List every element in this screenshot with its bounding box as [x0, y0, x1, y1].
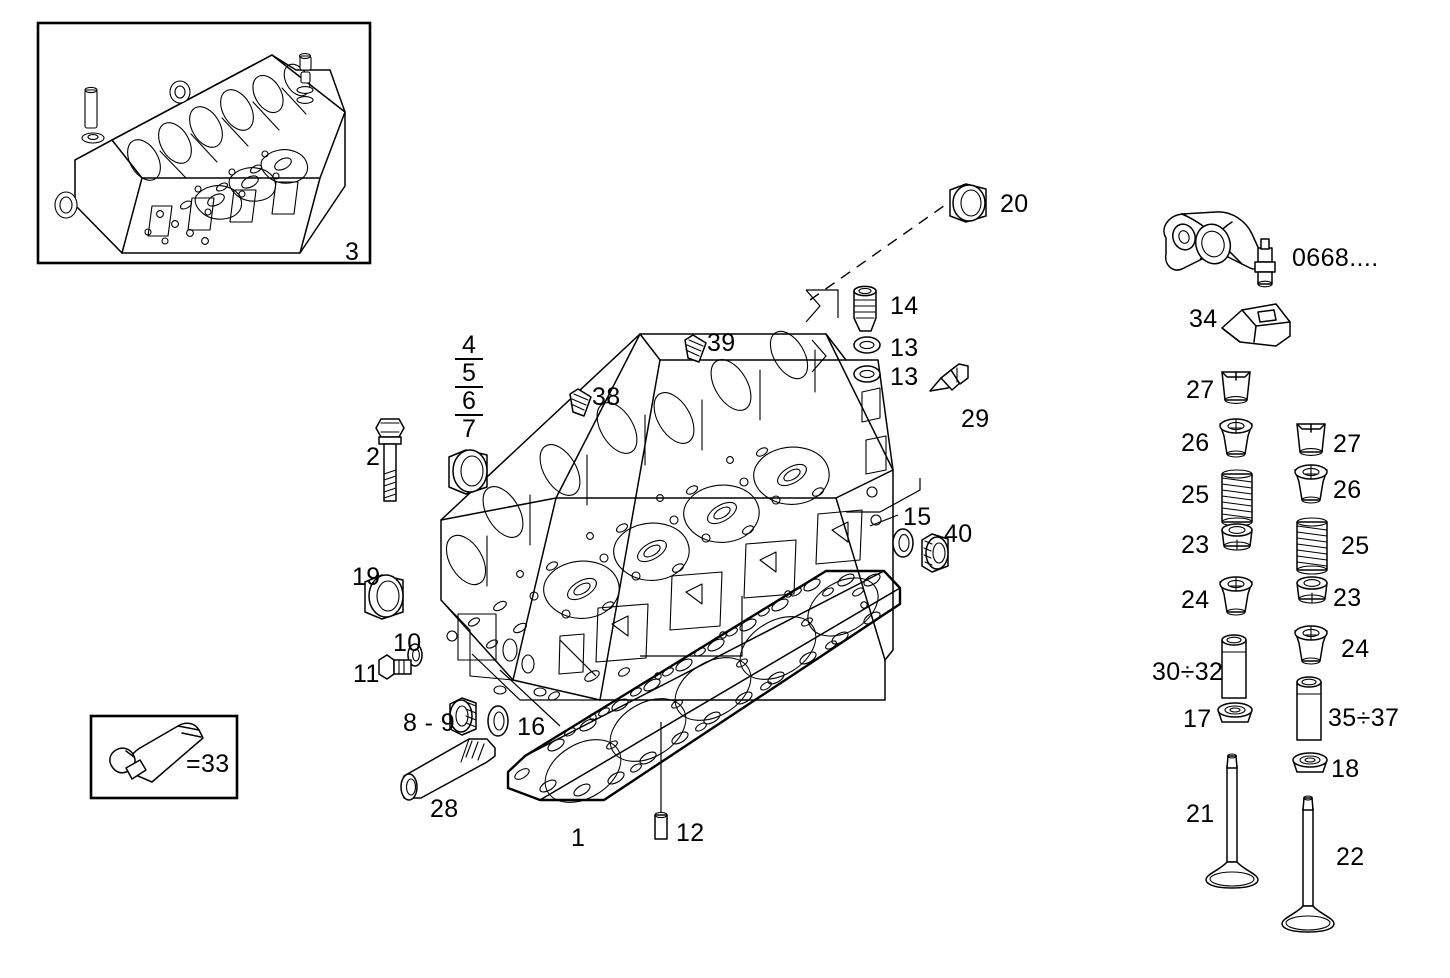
- callout-21: 21: [1186, 800, 1215, 828]
- callout-39: 39: [707, 329, 736, 357]
- part-7-valve-guide-bush: [448, 449, 488, 495]
- part-38-threaded-dowel: [569, 388, 592, 417]
- part-30-32-valve-guide-left: [1221, 634, 1247, 699]
- part-29-oil-spray-nozzle: [929, 363, 969, 392]
- callout-stack-4-5-6-7: 4 5 6 7: [455, 332, 483, 442]
- callout-8-9: 8 - 9: [403, 709, 456, 737]
- inset-cylinder-head-drawing: [54, 53, 346, 254]
- part-22-exhaust-valve: [1281, 795, 1335, 933]
- callout-7: 7: [462, 415, 476, 443]
- callout-27-left: 27: [1186, 376, 1215, 404]
- callout-26-left: 26: [1181, 429, 1210, 457]
- callout-22: 22: [1336, 843, 1365, 871]
- callout-24-right: 24: [1341, 635, 1370, 663]
- callout-6: 6: [455, 388, 483, 416]
- part-rocker-arm: [1163, 211, 1276, 288]
- callout-14: 14: [890, 292, 919, 320]
- callout-5: 5: [455, 360, 483, 388]
- callout-15: 15: [903, 503, 932, 531]
- leader-part-20: [809, 202, 949, 301]
- part-15-sealing-ring: [892, 528, 914, 558]
- part-27-valve-collet-left: [1221, 371, 1251, 404]
- callout-23-left: 23: [1181, 531, 1210, 559]
- callout-25-left: 25: [1181, 481, 1210, 509]
- inset-assembly-frame: [36, 21, 372, 265]
- part-21-intake-valve: [1205, 753, 1259, 889]
- inset-sealant-tube-drawing: [109, 722, 204, 783]
- part-8-9-threaded-plug: [449, 697, 477, 736]
- callout-29: 29: [961, 405, 990, 433]
- part-17-valve-stem-seal: [1217, 702, 1253, 723]
- part-35-37-valve-guide-right: [1296, 676, 1322, 741]
- part-13-o-ring-lower: [853, 365, 881, 383]
- callout-34: 34: [1189, 305, 1218, 333]
- callout-24-left: 24: [1181, 586, 1210, 614]
- part-34-valve-bridge: [1221, 303, 1291, 347]
- part-26-valve-spring-retainer-right: [1294, 464, 1328, 504]
- callout-30-32: 30÷32: [1152, 658, 1224, 686]
- callout-25-right: 25: [1341, 532, 1370, 560]
- part-12-dowel-pin: [654, 722, 668, 840]
- callout-27-right: 27: [1333, 430, 1362, 458]
- callout-19: 19: [352, 563, 381, 591]
- part-11-banjo-bolt: [378, 654, 412, 680]
- inset-sealant-label: =33: [186, 750, 230, 778]
- part-27-valve-collet-right: [1296, 423, 1326, 456]
- leader-part-15: [869, 514, 899, 527]
- callout-16: 16: [517, 713, 546, 741]
- callout-40: 40: [944, 520, 973, 548]
- part-18-valve-stem-seal: [1292, 752, 1328, 773]
- cylinder-head-gasket: [506, 569, 902, 803]
- callout-4: 4: [455, 332, 483, 360]
- callout-26-right: 26: [1333, 476, 1362, 504]
- callout-13-upper: 13: [890, 334, 919, 362]
- part-2-cylinder-head-bolt: [375, 418, 405, 502]
- part-25-valve-spring-right: [1296, 517, 1328, 575]
- part-40-threaded-plug: [921, 533, 949, 573]
- part-20-core-plug: [949, 183, 987, 223]
- part-28-injector-tube: [400, 738, 496, 801]
- inset-sealant-frame: [89, 714, 239, 800]
- part-23-valve-spring-seat-right: [1296, 576, 1328, 604]
- callout-11: 11: [353, 660, 380, 688]
- part-23-valve-spring-seat-left: [1221, 523, 1253, 551]
- callout-17: 17: [1183, 705, 1212, 733]
- callout-1: 1: [571, 824, 586, 852]
- callout-28: 28: [430, 795, 459, 823]
- callout-35-37: 35÷37: [1328, 704, 1400, 732]
- callout-13-lower: 13: [890, 363, 919, 391]
- alignment-construction-lines: [471, 289, 921, 727]
- part-26-valve-spring-retainer-left: [1219, 418, 1253, 458]
- callout-12: 12: [676, 819, 705, 847]
- rocker-arm-reference-code: 0668....: [1292, 244, 1379, 272]
- part-13-o-ring-upper: [853, 336, 881, 354]
- valve-bores: [445, 330, 809, 586]
- inset-assembly-label: 3: [345, 238, 360, 266]
- part-24-valve-spring-retainer-left: [1219, 576, 1253, 616]
- part-14-injector-sleeve: [853, 285, 877, 332]
- cylinder-head-main: [440, 330, 894, 701]
- part-19-core-plug: [364, 574, 404, 620]
- callout-38: 38: [592, 383, 621, 411]
- callout-18: 18: [1331, 755, 1360, 783]
- callout-23-right: 23: [1333, 584, 1362, 612]
- part-39-threaded-dowel: [684, 334, 707, 363]
- part-25-valve-spring-left: [1221, 469, 1253, 527]
- side-ports: [558, 509, 863, 675]
- part-16-sealing-ring: [487, 705, 509, 737]
- callout-10: 10: [393, 629, 422, 657]
- part-24-valve-spring-retainer-right: [1294, 625, 1328, 665]
- callout-20: 20: [1000, 190, 1029, 218]
- callout-2: 2: [366, 443, 381, 471]
